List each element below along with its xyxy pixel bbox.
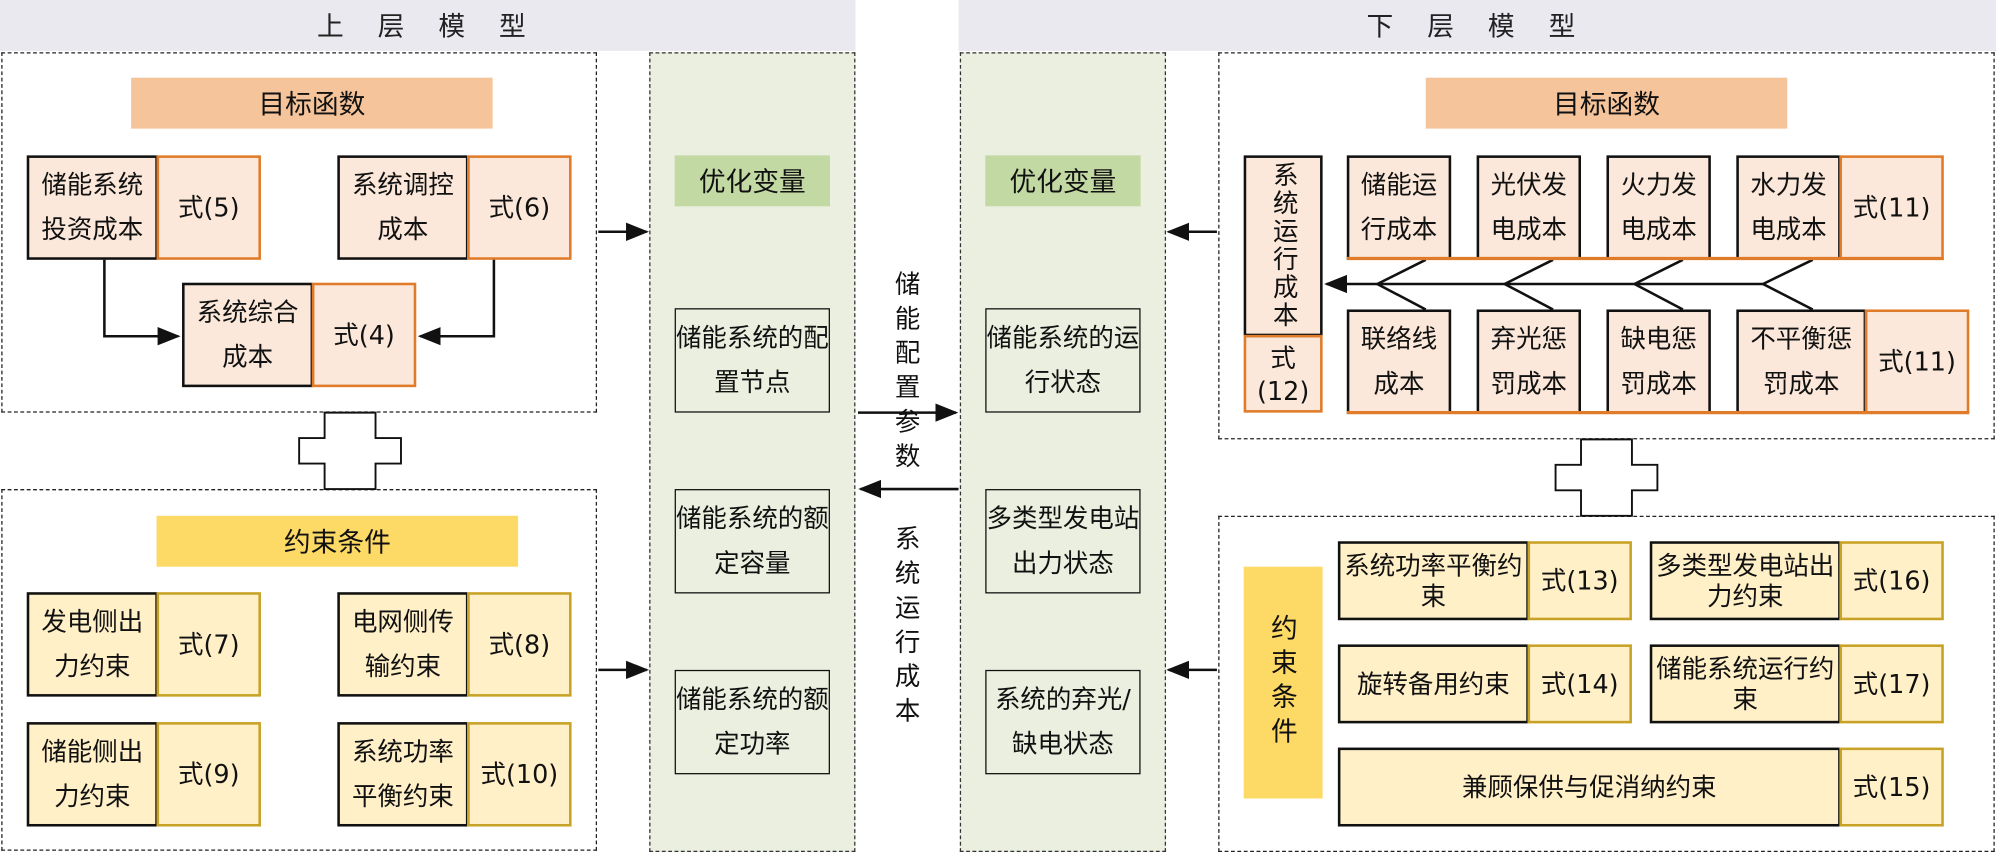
eq-4: 式(4) (311, 282, 417, 388)
curtail-shortage-state-var: 系统的弃光/缺电状态 (985, 669, 1141, 775)
upper-variables-title: 优化变量 (674, 155, 830, 207)
imbalance-penalty: 不平衡惩罚成本 (1736, 309, 1867, 414)
eq-5: 式(5) (156, 155, 261, 260)
system-control-cost: 系统调控成本 (337, 155, 469, 260)
eq-10: 式(10) (467, 722, 572, 827)
lower-objective-title: 目标函数 (1425, 77, 1788, 129)
lower-plus-icon (1554, 438, 1659, 517)
hydro-gen-cost: 水力发电成本 (1736, 155, 1841, 260)
thermal-gen-cost: 火力发电成本 (1606, 155, 1711, 260)
upper-objective-title: 目标函数 (131, 77, 493, 129)
fishbone-branches (1374, 258, 1814, 311)
operating-cost-label: 系统运行成本 (894, 523, 921, 726)
lower-constraints-title: 约束条件 (1243, 566, 1323, 799)
rated-capacity-var: 储能系统的额定容量 (674, 489, 830, 594)
arrow-invest-to-total (103, 259, 181, 346)
eq-12: 式(12) (1243, 334, 1323, 413)
eq-15: 式(15) (1839, 747, 1944, 827)
storage-output-constraint: 储能侧出力约束 (26, 722, 158, 827)
rated-power-var: 储能系统的额定功率 (674, 669, 830, 775)
system-operating-cost: 系统运行成本 (1243, 155, 1323, 337)
grid-transmission-constraint: 电网侧传输约束 (337, 592, 469, 697)
upper-constraints-panel (1, 489, 598, 851)
eq-6: 式(6) (467, 155, 572, 260)
power-balance-constraint-lower: 系统功率平衡约束 (1337, 541, 1529, 621)
tie-line-cost: 联络线成本 (1346, 309, 1452, 414)
lower-model-header: 下 层 模 型 (958, 0, 1996, 51)
upper-objective-panel (1, 52, 598, 413)
supply-consumption-constraint: 兼顾保供与促消纳约束 (1337, 747, 1841, 827)
eq-8: 式(8) (467, 592, 572, 697)
config-node-var: 储能系统的配置节点 (674, 308, 830, 413)
generation-output-constraint: 发电侧出力约束 (26, 592, 158, 697)
storage-operation-constraint: 储能系统运行约束 (1649, 644, 1841, 724)
upper-model-header: 上 层 模 型 (0, 0, 856, 51)
eq-9: 式(9) (156, 722, 261, 827)
spinning-reserve-constraint: 旋转备用约束 (1337, 644, 1529, 724)
eq-11-top: 式(11) (1839, 155, 1944, 260)
eq-14: 式(14) (1527, 644, 1632, 724)
power-balance-constraint: 系统功率平衡约束 (337, 722, 469, 827)
plant-output-state-var: 多类型发电站出力状态 (985, 489, 1141, 594)
pv-curtail-penalty: 弃光惩罚成本 (1476, 309, 1582, 414)
eq-13: 式(13) (1527, 541, 1632, 621)
eq-7: 式(7) (156, 592, 261, 697)
storage-op-cost: 储能运行成本 (1346, 155, 1452, 260)
plant-output-constraint: 多类型发电站出力约束 (1649, 541, 1841, 621)
eq-17: 式(17) (1839, 644, 1944, 724)
eq-16: 式(16) (1839, 541, 1944, 621)
storage-operating-state-var: 储能系统的运行状态 (985, 308, 1141, 413)
system-total-cost: 系统综合成本 (182, 282, 314, 388)
eq-11-bottom: 式(11) (1864, 309, 1970, 414)
pv-gen-cost: 光伏发电成本 (1476, 155, 1582, 260)
shortage-penalty: 缺电惩罚成本 (1606, 309, 1711, 414)
upper-constraints-title: 约束条件 (156, 515, 519, 567)
upper-plus-icon (298, 411, 402, 490)
arrow-control-to-total (417, 259, 496, 346)
lower-variables-title: 优化变量 (985, 155, 1141, 207)
